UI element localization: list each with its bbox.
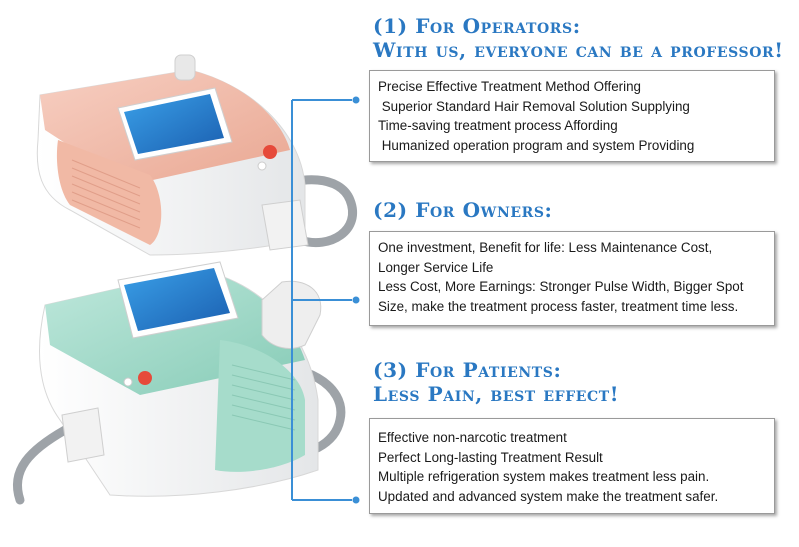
section-3-line: Multiple refrigeration system makes trea… xyxy=(378,469,710,485)
section-1-heading-line-2: With us, everyone can be a professor! xyxy=(373,38,784,62)
section-3-heading: (3) For Patients: Less Pain, best effect… xyxy=(373,358,619,406)
section-3-line: Updated and advanced system make the tre… xyxy=(378,488,719,504)
pink-machine xyxy=(36,54,357,256)
section-1-line: Time-saving treatment process Affording xyxy=(378,118,618,134)
section-3-heading-line-1: (3) For Patients: xyxy=(373,358,562,382)
connector-dot xyxy=(352,296,360,304)
section-3-line: Effective non-narcotic treatment xyxy=(378,430,567,445)
connector-dot xyxy=(352,96,360,104)
section-2-line: Longer Service Life xyxy=(378,259,494,275)
section-3-line: Perfect Long-lasting Treatment Result xyxy=(378,449,603,465)
section-1-line: Precise Effective Treatment Method Offer… xyxy=(378,79,641,94)
section-1-box: Precise Effective Treatment Method Offer… xyxy=(369,70,775,162)
green-machine xyxy=(12,261,346,505)
section-2-heading: (2) For Owners: xyxy=(373,198,553,222)
section-1-line: Humanized operation program and system P… xyxy=(378,137,695,153)
section-1-heading: (1) For Operators: With us, everyone can… xyxy=(373,14,784,62)
section-2-line: One investment, Benefit for life: Less M… xyxy=(378,240,713,255)
section-2-heading-line-1: (2) For Owners: xyxy=(373,198,553,222)
section-2-line: Less Cost, More Earnings: Stronger Pulse… xyxy=(378,279,744,295)
section-1-line: Superior Standard Hair Removal Solution … xyxy=(378,98,690,114)
connector-dot xyxy=(352,496,360,504)
section-1-heading-line-1: (1) For Operators: xyxy=(373,14,581,38)
section-2-line: Size, make the treatment process faster,… xyxy=(378,298,739,314)
section-2-box: One investment, Benefit for life: Less M… xyxy=(369,231,775,326)
section-3-heading-line-2: Less Pain, best effect! xyxy=(373,382,620,406)
section-3-box: Effective non-narcotic treatment Perfect… xyxy=(369,418,775,514)
